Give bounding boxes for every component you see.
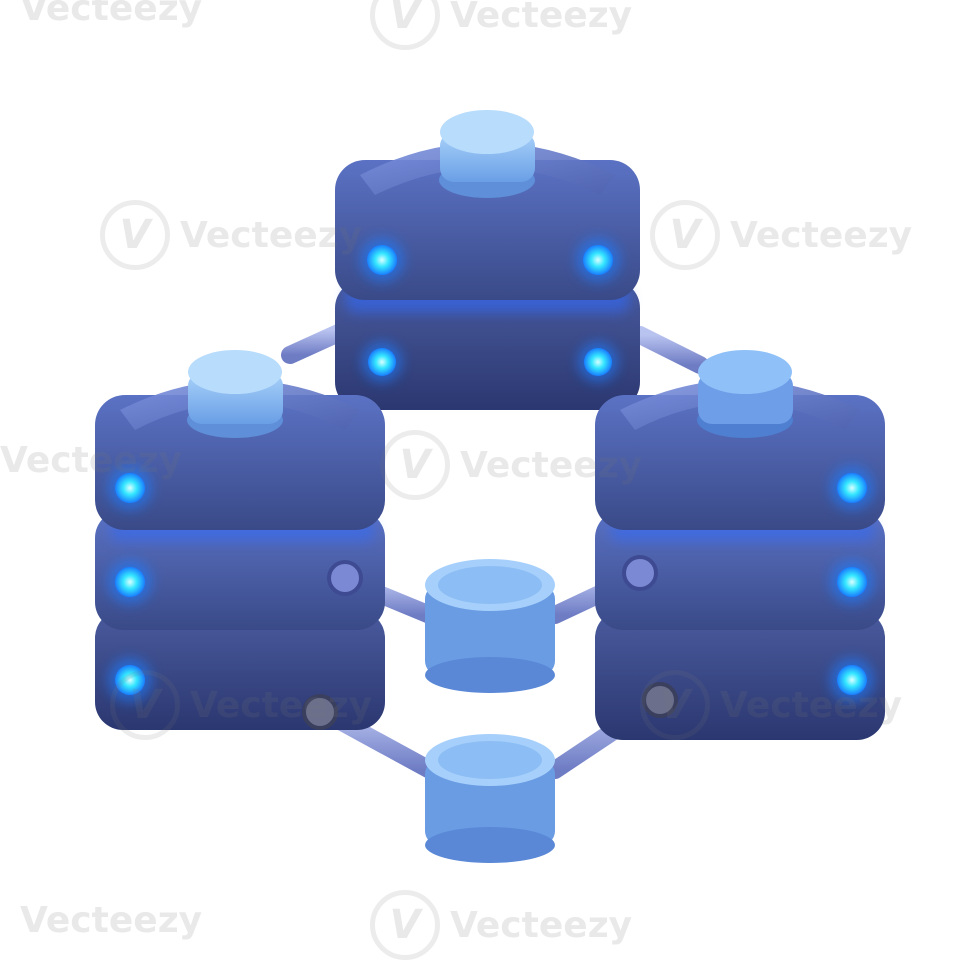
database-server-top [335,110,640,410]
database-server-left [95,350,385,730]
led-indicator [360,238,620,382]
network-node-upper [425,559,555,693]
database-server-right [595,350,885,740]
led-indicator [108,466,152,702]
network-node-lower [425,734,555,863]
led-indicator [830,466,874,702]
